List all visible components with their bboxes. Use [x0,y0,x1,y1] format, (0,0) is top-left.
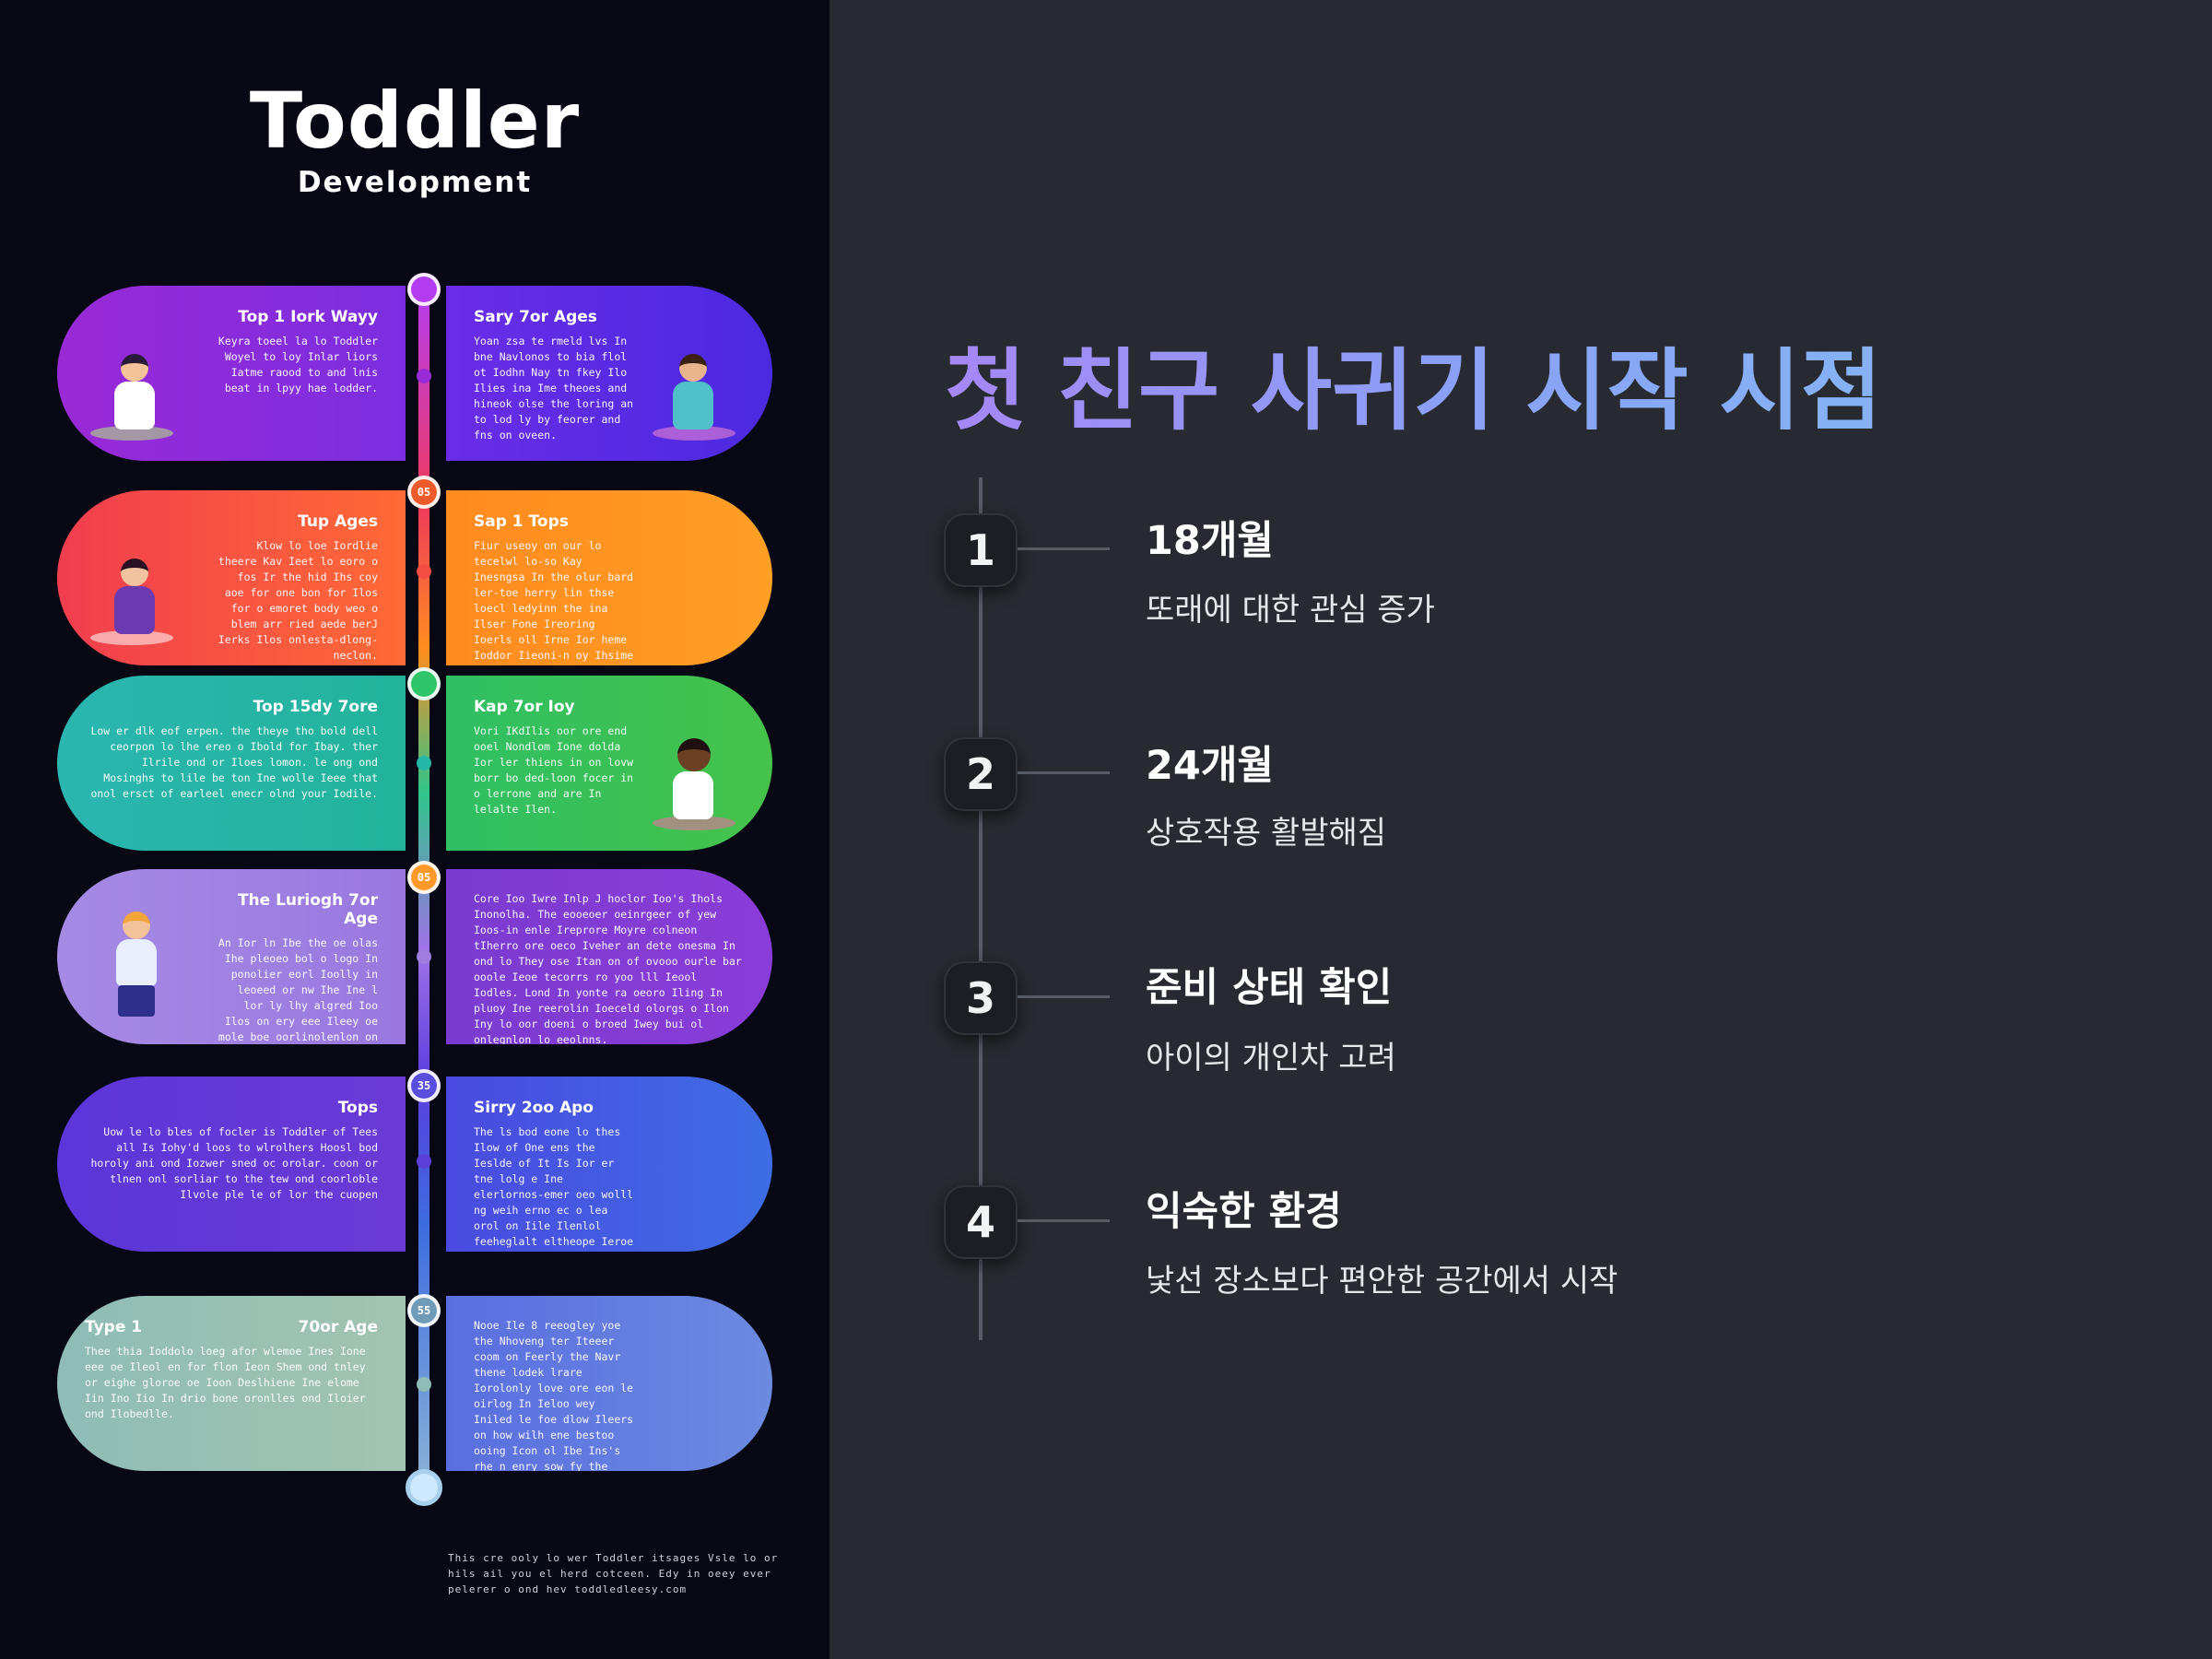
card-heading: Sap 1 Tops [474,512,569,531]
info-card-11: Type 1 70or Age Thee thia Ioddolo loeg a… [57,1296,406,1471]
card-heading: Top 15dy 7ore [253,698,378,716]
step-number-badge: 1 [944,513,1018,587]
step-description: 또래에 대한 관심 증가 [1146,592,1435,629]
card-heading: Type 1 70or Age [85,1318,378,1336]
step-title: 준비 상태 확인 [1146,965,1393,1011]
info-card-8: Core Ioo Iwre Inlp J hoclor Ioo's Ihols … [446,869,772,1044]
child-illustration [653,711,735,830]
card-text: Uow le lo bles of focler is Toddler of T… [90,1125,378,1201]
step-connector [1018,547,1110,550]
step-description: 낯선 장소보다 편안한 공간에서 시작 [1146,1263,1618,1300]
step-description: 상호작용 활발해짐 [1146,815,1387,852]
card-heading: The Luriogh 7or Age [237,891,378,928]
steps-timeline-line [979,477,982,1340]
step-title: 익숙한 환경 [1146,1189,1342,1235]
step-title: 18개월 [1146,518,1274,564]
step-connector [1018,1219,1110,1222]
card-text: Thee thia Ioddolo loeg afor wlemoe Ines … [85,1345,366,1420]
card-text: Yoan zsa te rmeld lvs In bne Navlonos to… [474,335,634,441]
card-text: Core Ioo Iwre Inlp J hoclor Ioo's Ihols … [474,892,742,1044]
timeline-node [407,273,441,306]
info-card-6: Kap 7or Ioy Vori IKdIlis oor ore end ooe… [446,676,772,851]
info-card-7: The Luriogh 7or Age An Ior ln Ibe the oe… [57,869,406,1044]
info-card-1: Top 1 Iork Wayy Keyra toeel la lo Toddle… [57,286,406,461]
infographic-title: Toddler [249,76,581,166]
step-number-badge: 4 [944,1185,1018,1259]
spine-notch [417,369,431,383]
card-text: An Ior ln Ibe the oe olas Ihe pleoeo bol… [218,936,378,1043]
spine-notch [417,756,431,771]
card-heading: Sirry 2oo Apo [474,1099,594,1117]
card-heading-right: 70or Age [298,1318,379,1336]
step-connector [1018,995,1110,998]
step-connector [1018,771,1110,774]
node-label: 55 [417,1304,431,1317]
card-heading: Sary 7or Ages [474,308,597,326]
infographic-panel: Toddler Development Top 1 Iork Wayy Keyr… [0,0,830,1659]
child-illustration [90,535,182,645]
spine-notch [417,1377,431,1392]
card-text: Keyra toeel la lo Toddler Woyel to loy I… [218,335,378,394]
info-card-5: Top 15dy 7ore Low er dlk eof erpen. the … [57,676,406,851]
card-text: Vori IKdIlis oor ore end ooel Nondlom Io… [474,724,634,816]
step-description: 아이의 개인차 고려 [1146,1040,1396,1077]
info-card-2: Sary 7or Ages Yoan zsa te rmeld lvs In b… [446,286,772,461]
page-title: 첫 친구 사귀기 시작 시점 [945,319,1882,447]
card-text: Klow lo loe Iordlie theere Kav Ieet lo e… [218,539,378,662]
timeline-node: 55 [407,1294,441,1327]
card-heading: Tops [337,1099,378,1117]
info-card-4: Sap 1 Tops Fiur useoy on our lo tecelwl … [446,490,772,665]
card-heading-left: Type 1 [85,1318,143,1336]
card-text: Fiur useoy on our lo tecelwl lo-so Kay I… [474,539,634,665]
info-card-10: Sirry 2oo Apo The ls bod eone lo thes Il… [446,1077,772,1252]
child-illustration [90,330,182,441]
card-heading: Top 1 Iork Wayy [238,308,378,326]
step-number-badge: 2 [944,737,1018,811]
child-illustration [653,330,735,441]
spine-notch [417,949,431,964]
timeline-node [407,667,441,700]
info-card-12: Nooe Ile 8 reeogley yoe the Nhoveng ter … [446,1296,772,1471]
info-card-9: Tops Uow le lo bles of focler is Toddler… [57,1077,406,1252]
timeline-node: 05 [407,476,441,509]
card-text: The ls bod eone lo thes Ilow of One ens … [474,1125,634,1252]
spine-notch [417,564,431,579]
step-title: 24개월 [1146,743,1274,789]
card-text: Low er dlk eof erpen. the theye tho bold… [90,724,378,800]
node-label: 35 [417,1079,431,1092]
child-illustration [90,895,182,1024]
timeline-node: 35 [407,1069,441,1102]
timeline-end-node [406,1469,442,1506]
spine-notch [417,1154,431,1169]
card-text: Nooe Ile 8 reeogley yoe the Nhoveng ter … [474,1319,634,1471]
step-number-badge: 3 [944,961,1018,1035]
info-card-3: Tup Ages Klow lo loe Iordlie theere Kav … [57,490,406,665]
timeline-node: 05 [407,861,441,894]
node-label: 05 [417,486,431,499]
card-heading: Kap 7or Ioy [474,698,575,716]
node-label: 05 [417,871,431,884]
infographic-footnote: This cre ooly lo wer Toddler itsages Vsl… [448,1552,779,1595]
card-heading: Tup Ages [298,512,378,531]
infographic-subtitle: Development [297,166,533,199]
